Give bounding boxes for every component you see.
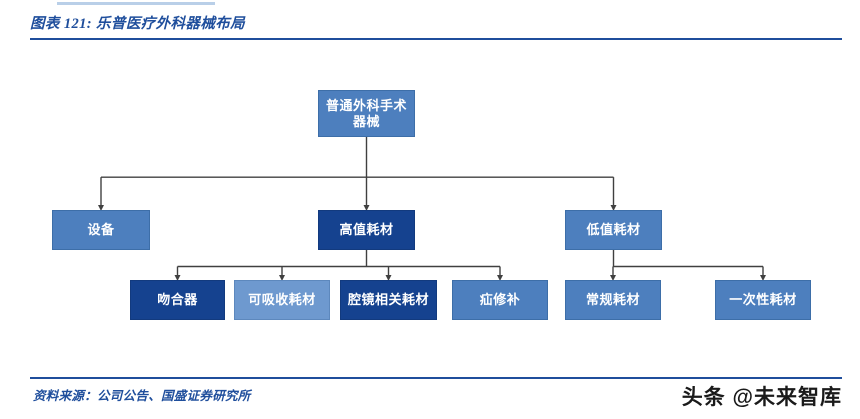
watermark-label: 头条 @未来智库 — [681, 386, 842, 409]
diagram-node-low-value[interactable]: 低值耗材 — [565, 210, 662, 250]
diagram-node-label: 疝修补 — [479, 292, 521, 308]
diagram-node-label: 低值耗材 — [586, 222, 641, 238]
top-bar-fragment — [57, 2, 215, 5]
diagram-node-stapler[interactable]: 吻合器 — [130, 280, 225, 320]
figure-title: 图表 121: 乐普医疗外科器械布局 — [30, 16, 246, 32]
diagram-node-label: 常规耗材 — [585, 292, 640, 308]
diagram-node-label: 腔镜相关耗材 — [347, 292, 429, 308]
figure-source: 资料来源：公司公告、国盛证券研究所 — [33, 389, 251, 403]
diagram-node-label: 可吸收耗材 — [248, 292, 316, 308]
diagram-node-label: 高值耗材 — [339, 222, 394, 238]
diagram-node-label: 普通外科手术器械 — [325, 97, 407, 129]
diagram-node-disposable[interactable]: 一次性耗材 — [715, 280, 811, 320]
diagram-node-endoscopic[interactable]: 腔镜相关耗材 — [340, 280, 437, 320]
diagram-node-routine[interactable]: 常规耗材 — [565, 280, 661, 320]
diagram-node-high-value[interactable]: 高值耗材 — [318, 210, 415, 250]
diagram-node-equipment[interactable]: 设备 — [52, 210, 150, 250]
title-rule — [30, 38, 842, 40]
diagram-node-root[interactable]: 普通外科手术器械 — [318, 90, 415, 137]
diagram-node-label: 设备 — [87, 222, 115, 238]
source-rule — [30, 377, 842, 379]
diagram-node-absorbable[interactable]: 可吸收耗材 — [234, 280, 330, 320]
diagram-node-hernia[interactable]: 疝修补 — [452, 280, 548, 320]
diagram-node-label: 一次性耗材 — [729, 292, 797, 308]
diagram-connectors — [98, 137, 766, 281]
diagram-node-label: 吻合器 — [157, 292, 198, 308]
diagram-canvas: 普通外科手术器械设备 高值耗材 低值耗材吻合器 可吸收耗材 腔镜相关耗材 疝修补 常规耗材 一… — [0, 44, 860, 374]
